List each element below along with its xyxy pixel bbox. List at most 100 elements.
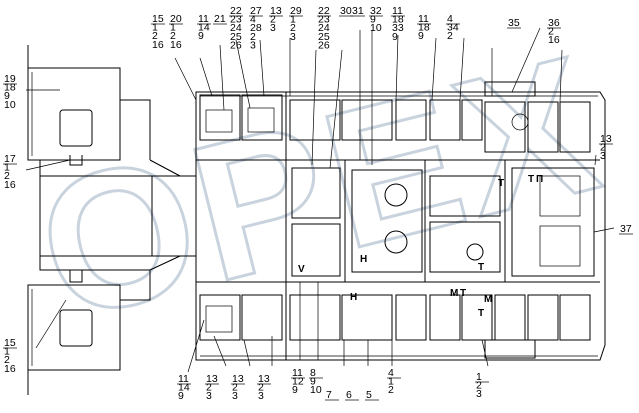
callout-number: 8 xyxy=(310,367,316,379)
callout-number: 3 xyxy=(206,390,212,402)
callout-number: 3 xyxy=(476,388,482,400)
callout-number: 30 xyxy=(340,5,352,17)
callout-number: 13 xyxy=(258,373,270,385)
marker-t: T xyxy=(528,174,534,185)
callout-number: 31 xyxy=(352,5,364,17)
callout-number: 18 xyxy=(418,22,430,34)
callout-number: 4 xyxy=(447,13,453,25)
callout-number: 2 xyxy=(152,30,158,42)
callout-number: 2 xyxy=(548,26,554,38)
callout-number: 2 xyxy=(4,170,10,182)
callout-number: 33 xyxy=(392,22,404,34)
callout-number: 3 xyxy=(232,390,238,402)
callout-number: 3 xyxy=(250,39,256,51)
callout-number: 11 xyxy=(392,5,403,17)
callout-number: 9 xyxy=(392,31,398,43)
callout-r2: 37 xyxy=(619,223,633,235)
marker-t: T xyxy=(498,178,504,189)
callout-number: 5 xyxy=(366,389,372,401)
inline-markers: T T T H H M M T T П V xyxy=(298,174,543,319)
callout-number: 2 xyxy=(232,382,238,394)
callout-number: 37 xyxy=(620,223,632,235)
marker-v: V xyxy=(298,264,305,275)
callout-number: 27 xyxy=(250,5,262,17)
callout-number: 16 xyxy=(170,39,182,51)
callout-number: 2 xyxy=(4,354,10,366)
callout-number: 13 xyxy=(206,373,218,385)
callout-b10: 412 xyxy=(387,367,401,396)
callout-number: 4 xyxy=(250,14,256,26)
marker-m: M xyxy=(484,294,492,305)
callout-b7: 7 xyxy=(325,389,339,401)
callout-number: 11 xyxy=(292,367,303,379)
callout-labels: 1512162012161114921222324252627428231323… xyxy=(3,5,633,402)
callout-number: 2 xyxy=(447,30,453,42)
callout-number: 2 xyxy=(600,142,606,154)
callout-number: 1 xyxy=(476,371,482,383)
callout-number: 9 xyxy=(292,384,298,396)
callout-number: 1 xyxy=(388,376,394,388)
callout-t10: 30 xyxy=(339,5,353,17)
marker-h: H xyxy=(360,254,367,265)
marker-t: T xyxy=(478,262,484,273)
callout-number: 19 xyxy=(4,73,16,85)
callout-number: 21 xyxy=(214,13,226,25)
callout-number: 2 xyxy=(270,14,276,26)
marker-h: H xyxy=(350,292,357,303)
callout-b9: 5 xyxy=(365,389,379,401)
callout-number: 2 xyxy=(250,31,256,43)
callout-number: 10 xyxy=(4,99,16,111)
callout-number: 23 xyxy=(230,14,242,26)
marker-t: T xyxy=(460,288,466,299)
callout-number: 28 xyxy=(250,22,262,34)
callout-number: 35 xyxy=(508,17,520,29)
callout-number: 9 xyxy=(178,390,184,402)
callout-number: 2 xyxy=(258,382,264,394)
leader-lines xyxy=(25,27,615,373)
callout-number: 9 xyxy=(198,30,204,42)
callout-number: 32 xyxy=(370,5,382,17)
left-track-assembly xyxy=(27,45,197,395)
callout-number: 23 xyxy=(318,14,330,26)
callout-number: 1 xyxy=(4,346,10,358)
callout-number: 14 xyxy=(198,22,210,34)
callout-number: 7 xyxy=(326,389,332,401)
callout-number: 1 xyxy=(152,22,158,34)
callout-number: 9 xyxy=(418,30,424,42)
callout-number: 6 xyxy=(346,389,352,401)
callout-number: 9 xyxy=(4,90,10,102)
callout-number: 15 xyxy=(4,337,16,349)
callout-number: 17 xyxy=(4,153,16,165)
bottom-compartments xyxy=(199,294,591,359)
callout-t11: 31 xyxy=(351,5,365,17)
callout-number: 20 xyxy=(170,13,182,25)
callout-number: 3 xyxy=(258,390,264,402)
callout-number: 16 xyxy=(4,363,16,375)
callout-number: 1 xyxy=(290,14,296,26)
callout-number: 26 xyxy=(230,39,242,51)
hull-outline xyxy=(195,91,606,361)
callout-number: 2 xyxy=(476,380,482,392)
marker-m: M xyxy=(450,288,458,299)
callout-t4: 21 xyxy=(213,13,227,25)
callout-number: 15 xyxy=(152,13,164,25)
callout-b8: 6 xyxy=(345,389,359,401)
